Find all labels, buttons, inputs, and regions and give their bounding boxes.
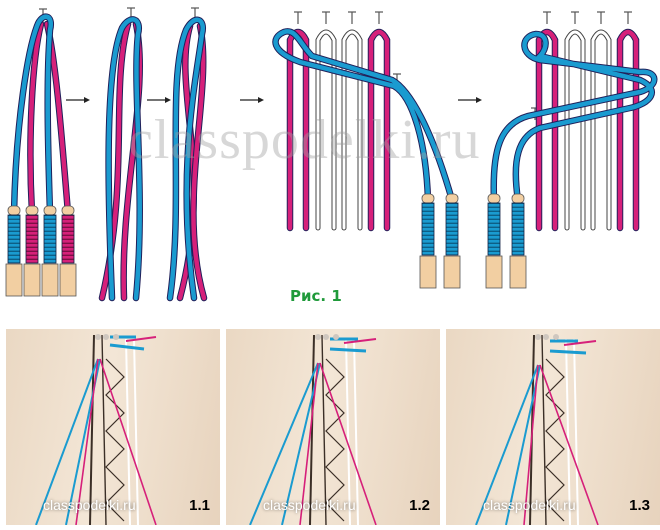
bobbin-icon: [5, 205, 23, 297]
photo-number: 1.3: [629, 497, 650, 514]
stage-2-cross: [98, 7, 143, 302]
pin-icon: [543, 11, 551, 24]
pin-icon: [597, 11, 605, 24]
pin-icon: [624, 11, 632, 24]
arrow-right-icon: [458, 97, 482, 103]
pillow-pins-icon: [249, 334, 377, 525]
pin-icon: [294, 11, 302, 24]
photo-1: classpodelki.ru 1.1: [6, 329, 220, 525]
bobbin-icon: [41, 205, 59, 297]
arrow-right-icon: [66, 97, 90, 103]
photo-watermark: classpodelki.ru: [263, 497, 356, 513]
stage-1-initial: [5, 8, 77, 297]
lace-bobbin-diagram: [5, 7, 658, 302]
stage-3-twist: [166, 7, 208, 302]
bobbin-icon: [23, 205, 41, 297]
arrow-right-icon: [147, 97, 171, 103]
pillow-pins-icon: [35, 334, 157, 525]
pin-icon: [375, 11, 383, 24]
photo-number: 1.1: [189, 497, 210, 514]
pin-icon: [322, 11, 330, 24]
bobbin-icon: [509, 193, 527, 289]
pin-icon: [571, 11, 579, 24]
watermark-text: classpodelki.ru: [128, 109, 481, 171]
bobbin-icon: [59, 205, 77, 297]
arrow-right-icon: [240, 97, 264, 103]
stage-5-weave-right: [485, 11, 658, 289]
stage-4-weave-left: [272, 11, 461, 289]
photo-watermark: classpodelki.ru: [43, 497, 136, 513]
photo-2: classpodelki.ru 1.2: [226, 329, 440, 525]
photo-watermark: classpodelki.ru: [483, 497, 576, 513]
pin-icon: [348, 11, 356, 24]
figure-caption: Рис. 1: [290, 287, 342, 305]
bobbin-icon: [443, 193, 461, 289]
bobbin-icon: [485, 193, 503, 289]
pillow-pins-icon: [475, 334, 599, 525]
bobbin-icon: [419, 193, 437, 289]
photo-number: 1.2: [409, 497, 430, 514]
photo-3: classpodelki.ru 1.3: [446, 329, 660, 525]
